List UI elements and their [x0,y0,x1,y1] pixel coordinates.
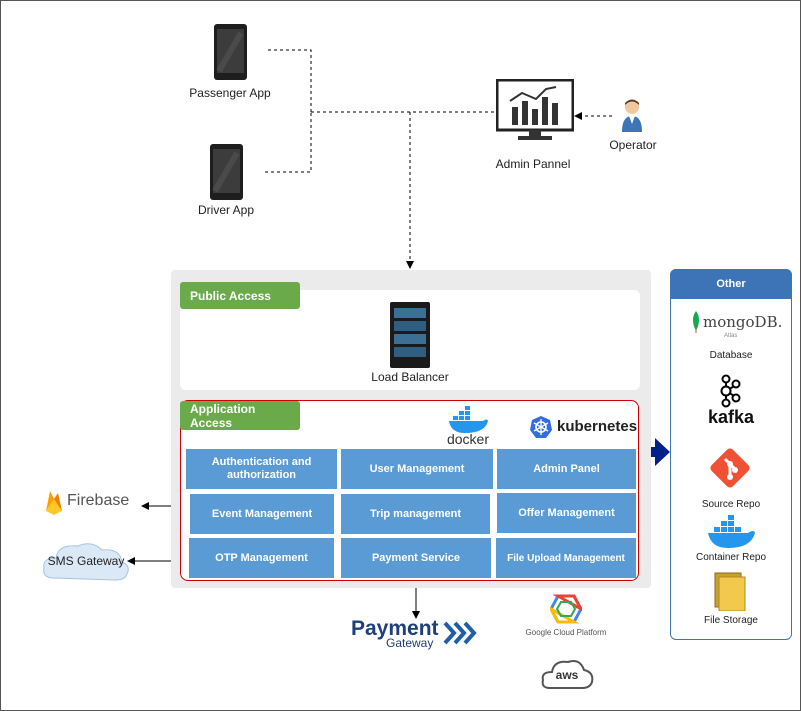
firebase-flame-icon [44,489,64,515]
database-label: Database [709,350,753,361]
mongodb-label: mongoDB. [703,313,783,331]
passenger-phone-icon [213,23,248,81]
gateway-word: Gateway [386,636,434,650]
operator-icon [620,98,644,134]
event-management-box: Event Management [190,494,334,534]
file-storage-label: File Storage [704,615,758,626]
sms-cloud-icon [40,538,132,584]
otp-management-box: OTP Management [189,538,334,578]
container-repo-whale-icon [706,515,756,549]
payment-word: Payment [351,617,439,640]
source-repo-label: Source Repo [701,499,761,510]
sms-gateway-label: SMS Gateway [47,554,125,568]
file-upload-management-box: File Upload Management [496,538,636,578]
kubernetes-label: kubernetes [557,418,638,435]
load-balancer-label: Load Balancer [371,370,449,384]
passenger-connector [268,49,312,112]
gcp-label: Google Cloud Platform [525,628,607,637]
driver-connector [265,112,312,173]
user-management-box: User Management [341,449,493,489]
server-rack-icon [388,300,432,370]
admin-monitor-icon [495,78,575,141]
kubernetes-helm-icon [529,415,553,439]
trip-management-box: Trip management [341,494,490,534]
aws-label: aws [555,668,579,682]
other-arrow [640,438,670,466]
container-repo-label: Container Repo [695,552,767,563]
kafka-label: kafka [707,407,755,427]
passenger-app-label: Passenger App [189,86,271,100]
offer-management-box: Offer Management [497,493,636,533]
payment-chevrons-icon [443,621,479,645]
file-storage-folder-icon [711,571,747,612]
mongodb-leaf-icon [691,311,701,333]
kafka-icon [718,374,742,408]
auth-service-box: Authentication and authorization [186,449,337,489]
admin-panel-box: Admin Panel [497,449,636,489]
aws-cloud-icon [540,656,594,692]
payment-service-box: Payment Service [341,538,491,578]
admin-pannel-label: Admin Pannel [495,157,571,171]
git-icon [707,445,753,491]
docker-whale-icon [447,406,489,434]
docker-label: docker [446,431,490,447]
driver-app-label: Driver App [197,203,255,217]
firebase-label: Firebase [67,492,130,509]
application-access-badge: Application Access [180,401,300,430]
public-access-badge: Public Access [180,282,300,309]
operator-label: Operator [609,138,657,152]
other-header: Other [670,269,792,299]
mongodb-atlas-label: Atlas [724,333,738,339]
driver-phone-icon [209,143,244,201]
gcp-hexagon-icon [547,594,585,624]
